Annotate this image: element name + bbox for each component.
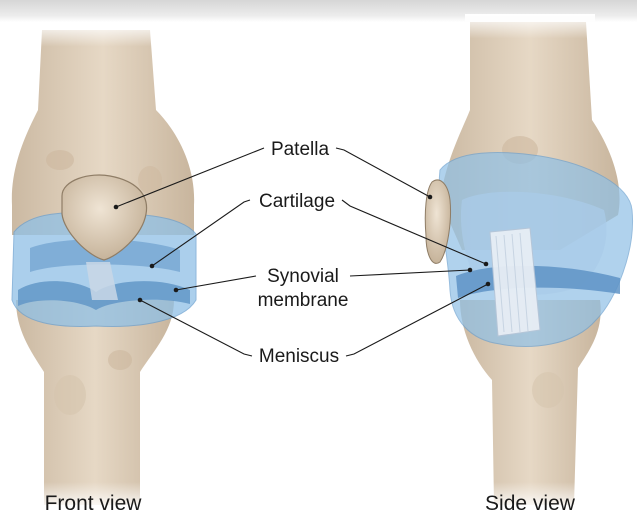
label-meniscus: Meniscus <box>259 346 339 367</box>
label-synovial: Synovial <box>267 266 339 287</box>
caption-front-view: Front view <box>45 492 143 515</box>
patella-leader-side <box>336 148 430 197</box>
label-membrane: membrane <box>258 290 349 311</box>
side-view-knee <box>425 14 632 510</box>
label-patella: Patella <box>271 139 330 160</box>
front-view-knee <box>12 22 196 510</box>
caption-side-view: Side view <box>485 492 576 515</box>
label-cartilage: Cartilage <box>259 191 335 212</box>
